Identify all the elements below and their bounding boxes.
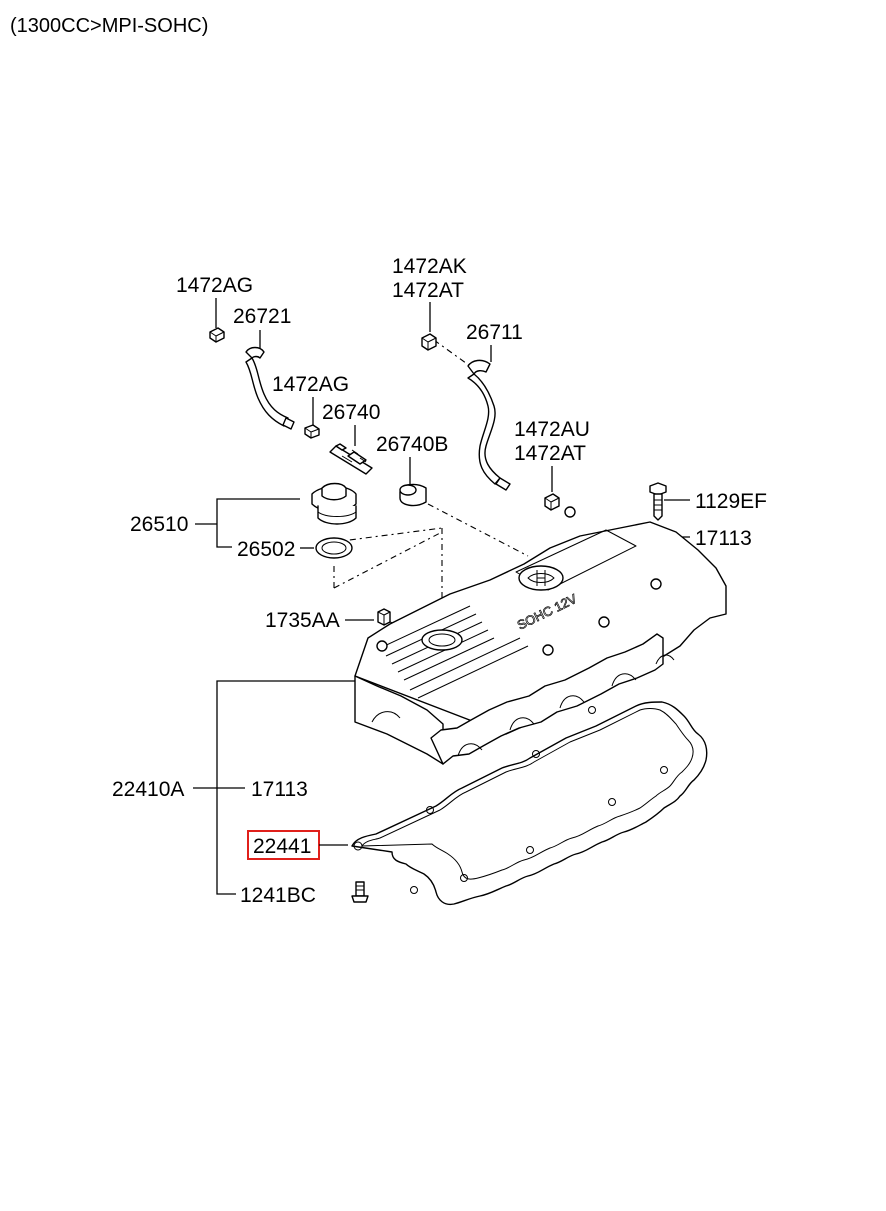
gasket-22441[interactable] bbox=[351, 701, 708, 906]
clamp-1472AG-mid-icon[interactable] bbox=[304, 424, 320, 439]
label-1735AA[interactable]: 1735AA bbox=[265, 609, 340, 632]
clamp-1472AG-top-icon[interactable] bbox=[209, 327, 225, 343]
pcv-valve-26740-icon[interactable] bbox=[329, 443, 373, 475]
label-17113-left[interactable]: 17113 bbox=[251, 778, 308, 801]
label-1472AG-top[interactable]: 1472AG bbox=[176, 274, 253, 297]
label-22410A[interactable]: 22410A bbox=[112, 778, 184, 801]
label-1472AT-top[interactable]: 1472AT bbox=[392, 279, 464, 302]
label-26510[interactable]: 26510 bbox=[130, 513, 188, 536]
hose-26721-icon[interactable] bbox=[245, 346, 295, 430]
plug-1735AA-icon[interactable] bbox=[377, 608, 391, 626]
label-1472AT-bottom[interactable]: 1472AT bbox=[514, 442, 586, 465]
label-26711[interactable]: 26711 bbox=[466, 321, 523, 344]
label-26740B[interactable]: 26740B bbox=[376, 433, 448, 456]
bolt-1129EF-icon[interactable] bbox=[649, 482, 667, 521]
label-1472AU[interactable]: 1472AU bbox=[514, 418, 590, 441]
clamp-1472AK-icon[interactable] bbox=[421, 333, 437, 351]
oil-filler-cap-26510-icon[interactable] bbox=[311, 482, 357, 525]
gasket-26502-icon[interactable] bbox=[315, 537, 353, 559]
model-header: (1300CC>MPI-SOHC) bbox=[10, 15, 208, 37]
label-1472AG-mid[interactable]: 1472AG bbox=[272, 373, 349, 396]
bolt-1241BC-icon[interactable] bbox=[351, 881, 369, 903]
label-26740[interactable]: 26740 bbox=[322, 401, 380, 424]
label-22441[interactable]: 22441 bbox=[253, 835, 311, 858]
label-1241BC[interactable]: 1241BC bbox=[240, 884, 316, 907]
label-1472AK[interactable]: 1472AK bbox=[392, 255, 467, 278]
label-1129EF[interactable]: 1129EF bbox=[695, 490, 767, 513]
label-26721[interactable]: 26721 bbox=[233, 305, 291, 328]
label-17113-right[interactable]: 17113 bbox=[695, 527, 752, 550]
grommet-26740B-icon[interactable] bbox=[399, 483, 427, 507]
leader-lines bbox=[193, 298, 690, 895]
rocker-cover-22410A[interactable]: SOHC 12V bbox=[354, 506, 727, 765]
label-26502[interactable]: 26502 bbox=[237, 538, 295, 561]
clamp-1472AU-icon[interactable] bbox=[544, 493, 560, 511]
hose-26711-icon[interactable] bbox=[467, 359, 511, 491]
